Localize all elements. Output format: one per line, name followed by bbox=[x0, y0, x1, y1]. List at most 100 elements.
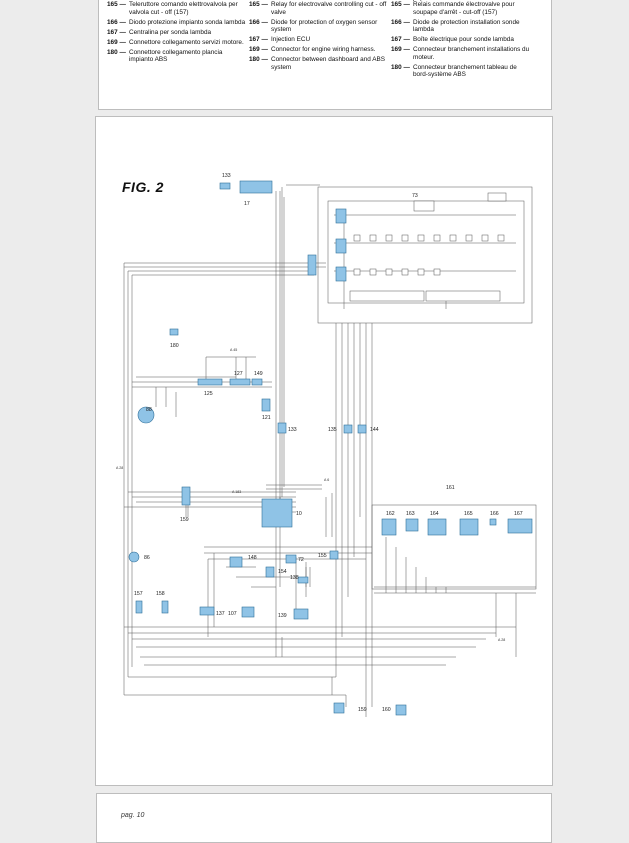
legend-item-text: Teleruttore comando elettrovalvola per v… bbox=[129, 1, 238, 16]
component-160 bbox=[395, 704, 407, 716]
legend-item: 169 —Connector for engine wiring harness… bbox=[249, 46, 389, 54]
legend-item-text: Diode for protection of oxygen sensor sy… bbox=[271, 18, 378, 34]
legend-item-number: 180 — bbox=[391, 63, 410, 71]
component-121 bbox=[261, 398, 271, 412]
label-161: 161 bbox=[446, 485, 455, 491]
component-180 bbox=[169, 328, 179, 336]
component-ecu-conn-c bbox=[335, 266, 347, 282]
legend-item-number: 166 — bbox=[107, 18, 126, 26]
label-157: 157 bbox=[134, 591, 143, 597]
component-162 bbox=[381, 518, 397, 536]
footer-page: pag. 10 bbox=[96, 793, 552, 843]
page-number: pag. 10 bbox=[121, 812, 145, 819]
legend-item: papillon bbox=[391, 0, 531, 1]
legend-item-number: 180 — bbox=[107, 48, 126, 56]
legend-item-text: Connecteur branchement tableau de bord-s… bbox=[413, 63, 517, 79]
label-88: 88 bbox=[146, 407, 152, 413]
legend-item-number: 167 — bbox=[249, 36, 268, 44]
legend-item-text: Connettore collegamento plancia impianto… bbox=[129, 48, 223, 64]
legend-item-number: 169 — bbox=[249, 46, 268, 54]
legend-item-text: Centralina per sonda lambda bbox=[129, 28, 212, 36]
label-155: 155 bbox=[318, 553, 327, 559]
component-169 bbox=[307, 254, 317, 276]
legend-item-text: Diodo protezione impianto sonda lambda bbox=[129, 18, 246, 26]
label-137: 137 bbox=[216, 611, 225, 617]
legend-item-number: 165 — bbox=[391, 1, 410, 8]
component-86 bbox=[128, 551, 140, 563]
component-137 bbox=[199, 606, 215, 616]
legend-item: 169 —Connecteur branchement installation… bbox=[391, 46, 531, 61]
legend-item: 169 —Connettore collegamento servizi mot… bbox=[107, 39, 247, 47]
legend-item-text: Connecteur branchement installations du … bbox=[413, 46, 530, 61]
label-159: 159 bbox=[180, 517, 189, 523]
component-17 bbox=[239, 180, 273, 194]
figure-page: FIG. 2 bbox=[95, 116, 553, 786]
component-72 bbox=[285, 554, 297, 564]
component-169-lower bbox=[181, 486, 191, 506]
legend-item: 167 —Boîte électrique pour sonde lambda bbox=[391, 36, 531, 44]
label-138: 138 bbox=[290, 575, 299, 581]
label-148: 148 bbox=[248, 555, 257, 561]
label-107: 107 bbox=[228, 611, 237, 617]
label-159-bottom: 159 bbox=[358, 707, 367, 713]
component-135 bbox=[343, 424, 353, 434]
label-163: 163 bbox=[406, 511, 415, 517]
legend-item: 180 —Connector between dashboard and ABS… bbox=[249, 56, 389, 71]
component-107 bbox=[241, 606, 255, 618]
label-86: 86 bbox=[144, 555, 150, 561]
component-133-mid bbox=[277, 422, 287, 434]
label-72: 72 bbox=[298, 557, 304, 563]
component-155 bbox=[329, 550, 339, 560]
component-135b bbox=[357, 424, 367, 434]
legend-item-text: Connettore collegamento servizi motore. bbox=[129, 38, 244, 46]
label-167: 167 bbox=[514, 511, 523, 517]
component-149 bbox=[251, 378, 263, 386]
legend-item-number: 166 — bbox=[249, 18, 268, 26]
label-73: 73 bbox=[412, 193, 418, 199]
legend-item: farfalla bbox=[107, 0, 247, 1]
label-164: 164 bbox=[430, 511, 439, 517]
label-149: 149 bbox=[254, 371, 263, 377]
label-180: 180 bbox=[170, 343, 179, 349]
wire-network bbox=[123, 184, 537, 717]
legend-item-text: Connector between dashboard and ABS syst… bbox=[271, 56, 386, 71]
ground-label-a28-left: A 28 bbox=[116, 466, 123, 470]
legend-column-italian: farfalla165 —Teleruttore comando elettro… bbox=[107, 0, 247, 81]
label-133-mid: 133 bbox=[288, 427, 297, 433]
label-154: 154 bbox=[278, 569, 287, 575]
label-162: 162 bbox=[386, 511, 395, 517]
legend-item-number: 169 — bbox=[391, 46, 410, 54]
label-127: 127 bbox=[234, 371, 243, 377]
component-158 bbox=[161, 600, 169, 614]
legend-item-number: 167 — bbox=[107, 28, 126, 36]
legend-item-text: Boîte électrique pour sonde lambda bbox=[413, 36, 514, 44]
component-125 bbox=[197, 378, 223, 386]
wiring-diagram: 133 17 73 180 125 127 149 88 121 133 135… bbox=[116, 173, 537, 717]
ground-label-a28-right: A 28 bbox=[498, 638, 505, 642]
legend-item: 180 —Connecteur branchement tableau de b… bbox=[391, 64, 531, 79]
legend-item: 165 —Relay for electrovalve controlling … bbox=[249, 1, 389, 16]
ground-label-a6: A 6 bbox=[324, 478, 329, 482]
component-139 bbox=[293, 608, 309, 620]
component-148 bbox=[229, 556, 243, 568]
legend-item-text: Diode de protection installation sonde l… bbox=[413, 18, 520, 34]
ecu-blocks bbox=[349, 192, 507, 302]
legend-item: 165 —Teleruttore comando elettrovalvola … bbox=[107, 1, 247, 16]
legend-item: 167 —Injection ECU bbox=[249, 36, 389, 44]
legend-item: 165 —Relais commande électrovalve pour s… bbox=[391, 1, 531, 16]
label-158: 158 bbox=[156, 591, 165, 597]
component-163 bbox=[405, 518, 419, 532]
component-164 bbox=[427, 518, 447, 536]
legend-page: farfalla165 —Teleruttore comando elettro… bbox=[98, 0, 552, 110]
label-139: 139 bbox=[278, 613, 287, 619]
label-144: 144 bbox=[370, 427, 379, 433]
legend-column-english: 165 —Relay for electrovalve controlling … bbox=[249, 0, 389, 81]
label-166: 166 bbox=[490, 511, 499, 517]
legend-item-text: papillon bbox=[413, 0, 531, 1]
component-10 bbox=[261, 498, 293, 528]
ground-labels: A 45 A 183 A 6 A 28 A 28 bbox=[116, 348, 505, 642]
component-shapes bbox=[128, 180, 533, 716]
legend-column-french: papillon165 —Relais commande électrovalv… bbox=[391, 0, 531, 81]
ground-label-a45: A 45 bbox=[230, 348, 237, 352]
ecu-housing bbox=[317, 186, 533, 324]
